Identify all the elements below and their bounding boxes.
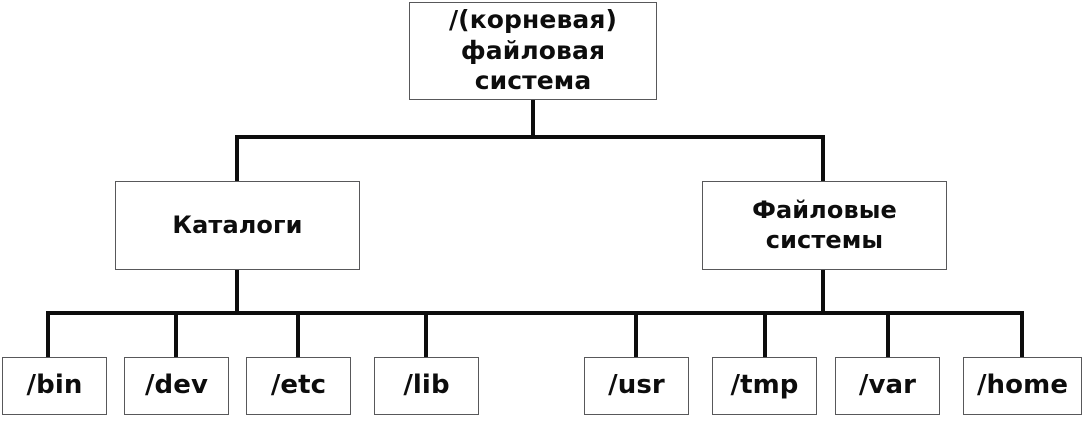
connector-to-var xyxy=(886,311,890,359)
node-directories: Каталоги xyxy=(115,181,360,270)
node-lib-label: /lib xyxy=(403,370,450,401)
connector-level2-bus xyxy=(235,135,825,139)
connector-to-dev xyxy=(174,311,178,359)
connector-to-usr xyxy=(634,311,638,359)
node-filesystems: Файловые системы xyxy=(702,181,947,270)
node-home-label: /home xyxy=(976,370,1069,401)
node-lib: /lib xyxy=(374,357,479,415)
connector-root-stem xyxy=(531,100,535,139)
node-var: /var xyxy=(835,357,940,415)
node-directories-label: Каталоги xyxy=(172,210,303,239)
connector-to-lib xyxy=(424,311,428,359)
node-filesystems-label: Файловые системы xyxy=(752,196,897,254)
connector-to-home xyxy=(1020,311,1024,359)
node-var-label: /var xyxy=(858,370,917,401)
connector-filesystems-stem xyxy=(821,268,825,315)
node-root-label: /(корневая) файловая система xyxy=(448,5,618,96)
connector-to-bin xyxy=(46,311,50,359)
connector-to-tmp xyxy=(763,311,767,359)
node-tmp: /tmp xyxy=(712,357,817,415)
node-dev: /dev xyxy=(124,357,229,415)
node-home: /home xyxy=(963,357,1082,415)
connector-to-filesystems xyxy=(821,135,825,183)
node-usr: /usr xyxy=(584,357,689,415)
connector-level3-bus xyxy=(46,311,1024,315)
connector-to-directories xyxy=(235,135,239,183)
node-bin-label: /bin xyxy=(26,370,83,401)
connector-to-etc xyxy=(296,311,300,359)
node-etc-label: /etc xyxy=(270,370,327,401)
node-usr-label: /usr xyxy=(608,370,665,401)
connector-directories-stem xyxy=(235,268,239,315)
node-tmp-label: /tmp xyxy=(730,370,799,401)
node-dev-label: /dev xyxy=(144,370,209,401)
node-etc: /etc xyxy=(246,357,351,415)
node-root: /(корневая) файловая система xyxy=(409,2,657,100)
node-bin: /bin xyxy=(2,357,107,415)
